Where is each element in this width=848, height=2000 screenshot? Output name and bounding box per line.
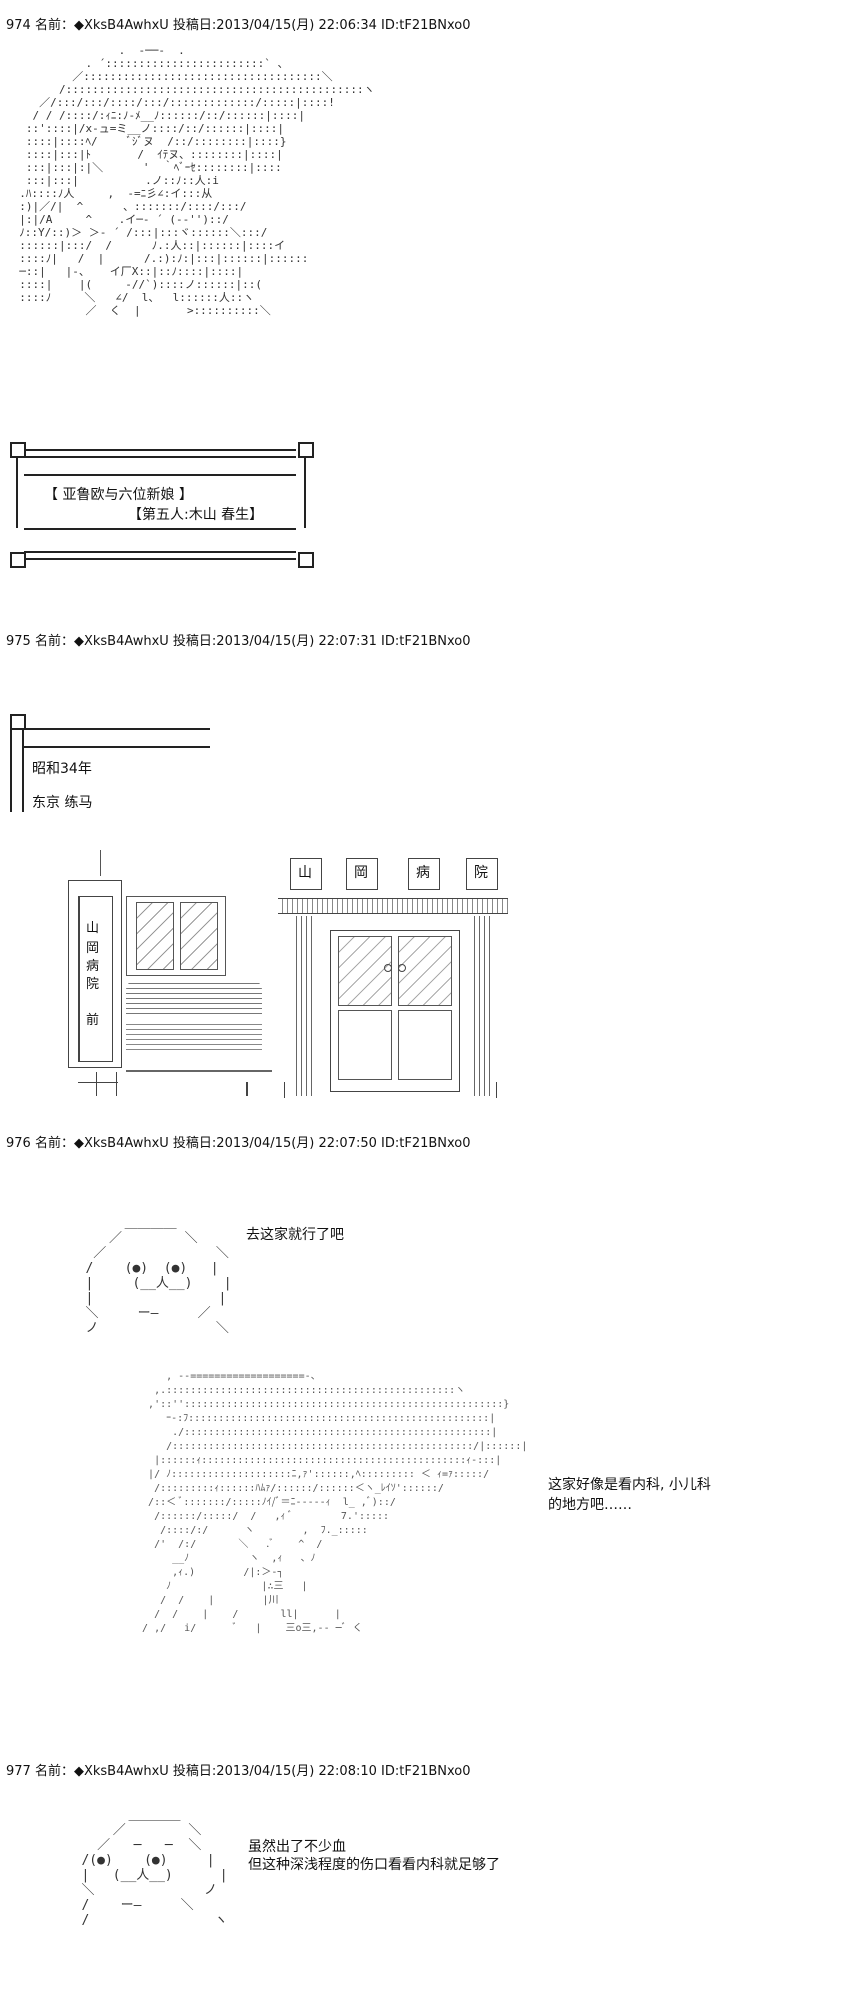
frame-top-bar-2 — [24, 456, 296, 458]
setting-frame-rail-2 — [22, 730, 24, 812]
sign-char-3: 病 — [416, 865, 430, 881]
figure-ascii-art-976: , -‐===================-、 ,.::::::::::::… — [142, 1371, 528, 1634]
planter-box — [126, 1024, 262, 1054]
window-pane-left — [136, 902, 174, 970]
face-ascii-art-976: ＿＿＿＿ ／ ＼ ／ ＼ / (●) (●) | | (__人__) | | |… — [85, 1216, 232, 1336]
door-glass-right — [398, 936, 452, 1006]
window-pane-right — [180, 902, 218, 970]
door-panel-right — [398, 1010, 452, 1080]
door-knob-left — [384, 964, 392, 972]
character-ascii-art: . ‐──‐ . . ´::::::::::::::::::::::::` 、 … — [25, 44, 375, 174]
frame-top-bar — [24, 449, 296, 451]
dialog-976-2-line2: 的地方吧…… — [548, 1497, 632, 1513]
post-header-977: 977 名前：◆XksB4AwhxU 投稿日:2013/04/15(月) 22:… — [6, 1764, 471, 1779]
sign-box-2 — [346, 858, 378, 890]
era-caption: 昭和34年 — [32, 761, 92, 777]
sidewalk-line — [126, 1070, 272, 1072]
setting-frame-corner — [10, 714, 26, 730]
door-panel-left — [338, 1010, 392, 1080]
building-column-left — [292, 916, 316, 1096]
hospital-pillar-sign — [68, 880, 122, 1068]
post-header-975: 975 名前：◆XksB4AwhxU 投稿日:2013/04/15(月) 22:… — [6, 634, 471, 649]
dialog-977-line1: 虽然出了不少血 — [248, 1839, 346, 1855]
setting-frame-rail-1 — [10, 730, 12, 812]
post-header-974: 974 名前：◆XksB4AwhxU 投稿日:2013/04/15(月) 22:… — [6, 18, 471, 33]
setting-frame-top — [24, 728, 210, 730]
sign-box-1 — [290, 858, 322, 890]
sign-char-2: 岡 — [354, 865, 368, 881]
character-ascii-art-lower: :::|:::| .ノ::ﾉ::人:i .ﾊ::::ﾉ人 , ‐=ﾆ彡∠:イ::… — [19, 174, 309, 317]
pillar-char-1: 山 — [86, 921, 100, 936]
hospital-entrance — [330, 930, 460, 1092]
setting-frame-top-2 — [24, 746, 210, 748]
pillar-char-2: 岡 — [86, 941, 100, 956]
frame-inner-bottom — [24, 528, 296, 530]
dialog-976-2-line1: 这家好像是看内科, 小儿科 — [548, 1477, 711, 1493]
door-glass-left — [338, 936, 392, 1006]
door-knob-right — [398, 964, 406, 972]
sign-char-4: 院 — [474, 865, 488, 881]
location-caption: 东京 练马 — [32, 795, 93, 811]
dialog-976-1: 去这家就行了吧 — [246, 1227, 344, 1243]
pillar-pole — [100, 850, 101, 876]
sign-char-1: 山 — [298, 865, 312, 881]
frame-left-rail — [16, 458, 18, 528]
face-ascii-art-977: ＿＿＿＿ ／ ＼ ／ ─ ─ ＼ /(●) (●) | | (__人__) | … — [81, 1808, 228, 1928]
frame-corner-br — [298, 552, 314, 568]
sign-box-3 — [408, 858, 440, 890]
building-window — [126, 896, 226, 976]
pillar-char-5: 前 — [86, 1013, 100, 1028]
ground-mark-2 — [496, 1082, 497, 1098]
ground-mark-1 — [284, 1082, 285, 1098]
frame-bottom-bar — [24, 551, 296, 553]
building-column-right — [470, 916, 494, 1096]
pillar-char-4: 院 — [86, 977, 100, 992]
post-leg-2 — [116, 1072, 117, 1096]
post-leg-1 — [96, 1072, 97, 1096]
shrubbery — [126, 980, 262, 1018]
frame-inner-top — [24, 474, 296, 476]
sign-box-4 — [466, 858, 498, 890]
frame-right-rail — [304, 458, 306, 528]
post-header-976: 976 名前：◆XksB4AwhxU 投稿日:2013/04/15(月) 22:… — [6, 1136, 471, 1151]
pillar-base — [78, 1082, 118, 1083]
frame-corner-bl — [10, 552, 26, 568]
post-leg-3 — [246, 1082, 248, 1096]
pillar-inner — [78, 896, 113, 1062]
series-title: 【 亚鲁欧与六位新娘 】 — [44, 487, 193, 503]
dialog-977-line2: 但这种深浅程度的伤口看看内科就足够了 — [248, 1857, 500, 1873]
frame-bottom-bar-2 — [24, 558, 296, 560]
pillar-char-3: 病 — [86, 959, 100, 974]
frame-corner-tr — [298, 442, 314, 458]
chapter-subtitle: 【第五人:木山 春生】 — [128, 507, 264, 523]
building-eave — [278, 898, 508, 914]
